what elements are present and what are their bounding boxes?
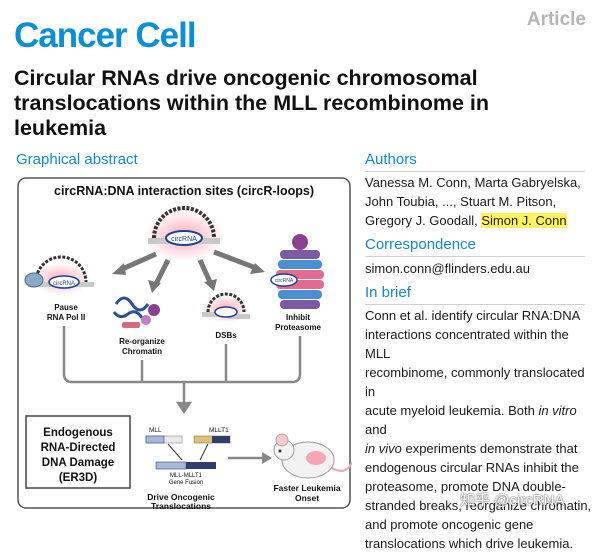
correspondence-email[interactable]: simon.conn@flinders.edu.au (365, 261, 530, 276)
effect-reorganize-line2: Chromatin (122, 347, 162, 356)
in-brief-heading: In brief (365, 284, 411, 301)
article-title: Circular RNAs drive oncogenic chromosoma… (14, 66, 490, 140)
authors-divider (365, 171, 585, 172)
convergence-bracket (62, 326, 302, 404)
effect-arrows (112, 249, 265, 293)
central-circr-loop: circRNA (144, 206, 224, 262)
chromatin-icon (112, 296, 160, 328)
authors-heading: Authors (365, 151, 417, 168)
circrna-label-center: circRNA (171, 236, 197, 243)
authors-line3-text: Gregory J. Goodall, (365, 213, 482, 228)
in-brief-line: in vivo experiments demonstrate that (365, 439, 597, 458)
fusion-caption-line1: Drive Oncogenic (147, 492, 215, 502)
fusion-label-line1: MLL-MLLT1 (170, 473, 203, 479)
in-brief-line: interactions concentrated within the MLL (365, 327, 569, 361)
effect-pause-line2: RNA Pol II (47, 313, 85, 322)
in-brief-text-segment: experiments demonstrate that (401, 441, 578, 456)
er3d-line3: DNA Damage (42, 457, 114, 469)
fusion-caption-line2: Translocations (151, 501, 211, 510)
watermark: 知乎 @circRNA (460, 492, 565, 509)
in-brief-text-segment: and (365, 422, 387, 437)
svg-text:circRNA: circRNA (53, 281, 75, 287)
in-brief-line: proteasome, promote DNA double- (365, 479, 566, 494)
in-brief-line: translocations which drive leukemia. (365, 536, 574, 551)
in-brief-text: Conn et al. identify circular RNA:DNA in… (365, 306, 597, 553)
correspondence-divider (365, 256, 585, 257)
outcome-line1: Faster Leukemia (273, 483, 340, 493)
dsb-icon (202, 292, 250, 323)
mouse-icon (273, 433, 352, 479)
svg-text:circRNA: circRNA (275, 278, 294, 284)
in-brief-italic-in-vitro: in vitro (538, 403, 577, 418)
article-type-label: Article (526, 9, 586, 30)
in-brief-line: recombinome, commonly translocated in (365, 365, 585, 399)
journal-title: Cancer Cell (14, 16, 197, 55)
authors-list: Vanessa M. Conn, Marta Gabryelska, John … (365, 173, 595, 230)
gene-mllt1-label: MLLT1 (209, 427, 229, 434)
in-brief-line: Conn et al. identify circular RNA:DNA (365, 308, 581, 323)
effect-pause-line1: Pause (54, 303, 78, 312)
er3d-line4: (ER3D) (59, 472, 98, 484)
down-arrow (176, 402, 192, 414)
in-brief-line: acute myeloid leukemia. Both in vitro an… (365, 401, 597, 439)
er3d-line2: RNA-Directed (41, 442, 116, 454)
in-brief-line: endogenous circular RNAs inhibit the (365, 460, 579, 475)
pause-rna-pol-icon: circRNA (24, 255, 94, 295)
authors-line2: John Toubia, ..., Stuart M. Pitson, (365, 194, 557, 209)
effect-inhibit-line1: Inhibit (286, 313, 310, 322)
er3d-box (25, 415, 131, 489)
authors-line1: Vanessa M. Conn, Marta Gabryelska, (365, 175, 581, 190)
gene-fusion-diagram: MLL MLLT1 MLL-MLLT1 Gene Fusion (145, 427, 231, 486)
in-brief-line: and promote oncogenic gene (365, 517, 534, 532)
in-brief-divider (365, 304, 585, 305)
in-brief-line: stranded breaks, reorganize chromatin, (365, 498, 592, 513)
graphical-abstract-figure: circRNA:DNA interaction sites (circR-loo… (17, 177, 352, 510)
authors-line3: Gregory J. Goodall, Simon J. Conn (365, 211, 595, 230)
outcome-line2: Onset (295, 493, 319, 503)
effect-reorganize-line1: Re-organize (119, 337, 165, 346)
graphical-abstract-heading: Graphical abstract (16, 151, 138, 168)
correspondence-heading: Correspondence (365, 236, 476, 253)
effect-dsbs-label: DSBs (215, 331, 237, 340)
highlighted-author[interactable]: Simon J. Conn (481, 213, 567, 228)
er3d-line1: Endogenous (43, 427, 113, 439)
proteasome-icon: circRNA (270, 234, 324, 309)
effect-inhibit-line2: Proteasome (275, 323, 321, 332)
gene-mll-label: MLL (149, 427, 162, 434)
figure-title: circRNA:DNA interaction sites (circR-loo… (54, 184, 314, 198)
outcome-arrow-head (262, 452, 272, 464)
in-brief-italic-in-vivo: in vivo (365, 441, 402, 456)
in-brief-text-segment: acute myeloid leukemia. Both (365, 403, 539, 418)
fusion-label-line2: Gene Fusion (169, 480, 203, 486)
